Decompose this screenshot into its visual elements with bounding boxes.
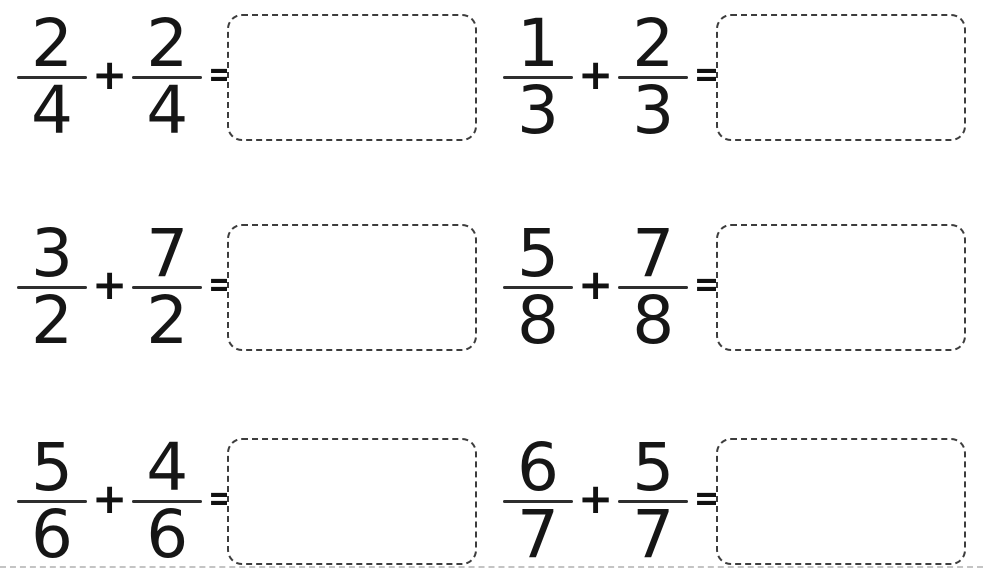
fraction-4-second: 7 8 — [613, 214, 693, 359]
fraction-3-first: 3 2 — [12, 214, 92, 359]
answer-box-6[interactable] — [716, 438, 966, 565]
equation-4: 5 8 + 7 8 = — [498, 214, 723, 359]
fraction-2-second: 2 3 — [613, 4, 693, 149]
fraction-bar — [17, 75, 87, 79]
answer-box-2[interactable] — [716, 14, 966, 141]
denominator: 4 — [31, 71, 73, 149]
answer-box-3[interactable] — [227, 224, 477, 351]
denominator: 7 — [517, 495, 559, 571]
denominator: 6 — [146, 495, 189, 571]
fraction-bar — [618, 285, 689, 289]
numerator: 4 — [146, 428, 189, 506]
fraction-bar — [132, 75, 203, 79]
plus-sign: + — [578, 260, 614, 309]
numerator: 2 — [146, 4, 189, 82]
denominator: 4 — [146, 71, 189, 149]
fraction-6-first: 6 7 — [498, 428, 578, 571]
fraction-bar — [503, 499, 573, 503]
equation-3: 3 2 + 7 2 = — [12, 214, 237, 359]
denominator: 8 — [632, 281, 675, 359]
equation-5: 5 6 + 4 6 = — [12, 428, 237, 571]
numerator: 7 — [146, 214, 189, 292]
fraction-3-second: 7 2 — [127, 214, 207, 359]
numerator: 5 — [31, 428, 73, 506]
equation-1: 2 4 + 2 4 = — [12, 4, 237, 149]
fraction-2-first: 1 3 — [498, 4, 578, 149]
denominator: 6 — [31, 495, 73, 571]
numerator: 5 — [632, 428, 675, 506]
numerator: 3 — [31, 214, 73, 292]
equation-2: 1 3 + 2 3 = — [498, 4, 723, 149]
plus-sign: + — [578, 50, 614, 99]
plus-sign: + — [92, 260, 128, 309]
numerator: 7 — [632, 214, 675, 292]
fraction-bar — [503, 75, 573, 79]
fraction-5-second: 4 6 — [127, 428, 207, 571]
numerator: 2 — [632, 4, 675, 82]
fraction-4-first: 5 8 — [498, 214, 578, 359]
numerator: 1 — [517, 4, 559, 82]
fraction-1-second: 2 4 — [127, 4, 207, 149]
fraction-bar — [132, 285, 203, 289]
fraction-6-second: 5 7 — [613, 428, 693, 571]
answer-box-5[interactable] — [227, 438, 477, 565]
plus-sign: + — [578, 474, 614, 523]
numerator: 6 — [517, 428, 559, 506]
fraction-bar — [618, 75, 689, 79]
page-crop-line — [0, 566, 983, 568]
fraction-bar — [132, 499, 203, 503]
denominator: 2 — [31, 281, 73, 359]
fraction-bar — [17, 499, 87, 503]
denominator: 3 — [517, 71, 559, 149]
denominator: 3 — [632, 71, 675, 149]
fraction-bar — [503, 285, 573, 289]
fraction-bar — [618, 499, 689, 503]
denominator: 8 — [517, 281, 559, 359]
fraction-bar — [17, 285, 87, 289]
numerator: 2 — [31, 4, 73, 82]
denominator: 2 — [146, 281, 189, 359]
plus-sign: + — [92, 50, 128, 99]
fraction-1-first: 2 4 — [12, 4, 92, 149]
numerator: 5 — [517, 214, 559, 292]
equation-6: 6 7 + 5 7 = — [498, 428, 723, 571]
answer-box-1[interactable] — [227, 14, 477, 141]
fraction-5-first: 5 6 — [12, 428, 92, 571]
denominator: 7 — [632, 495, 675, 571]
plus-sign: + — [92, 474, 128, 523]
answer-box-4[interactable] — [716, 224, 966, 351]
